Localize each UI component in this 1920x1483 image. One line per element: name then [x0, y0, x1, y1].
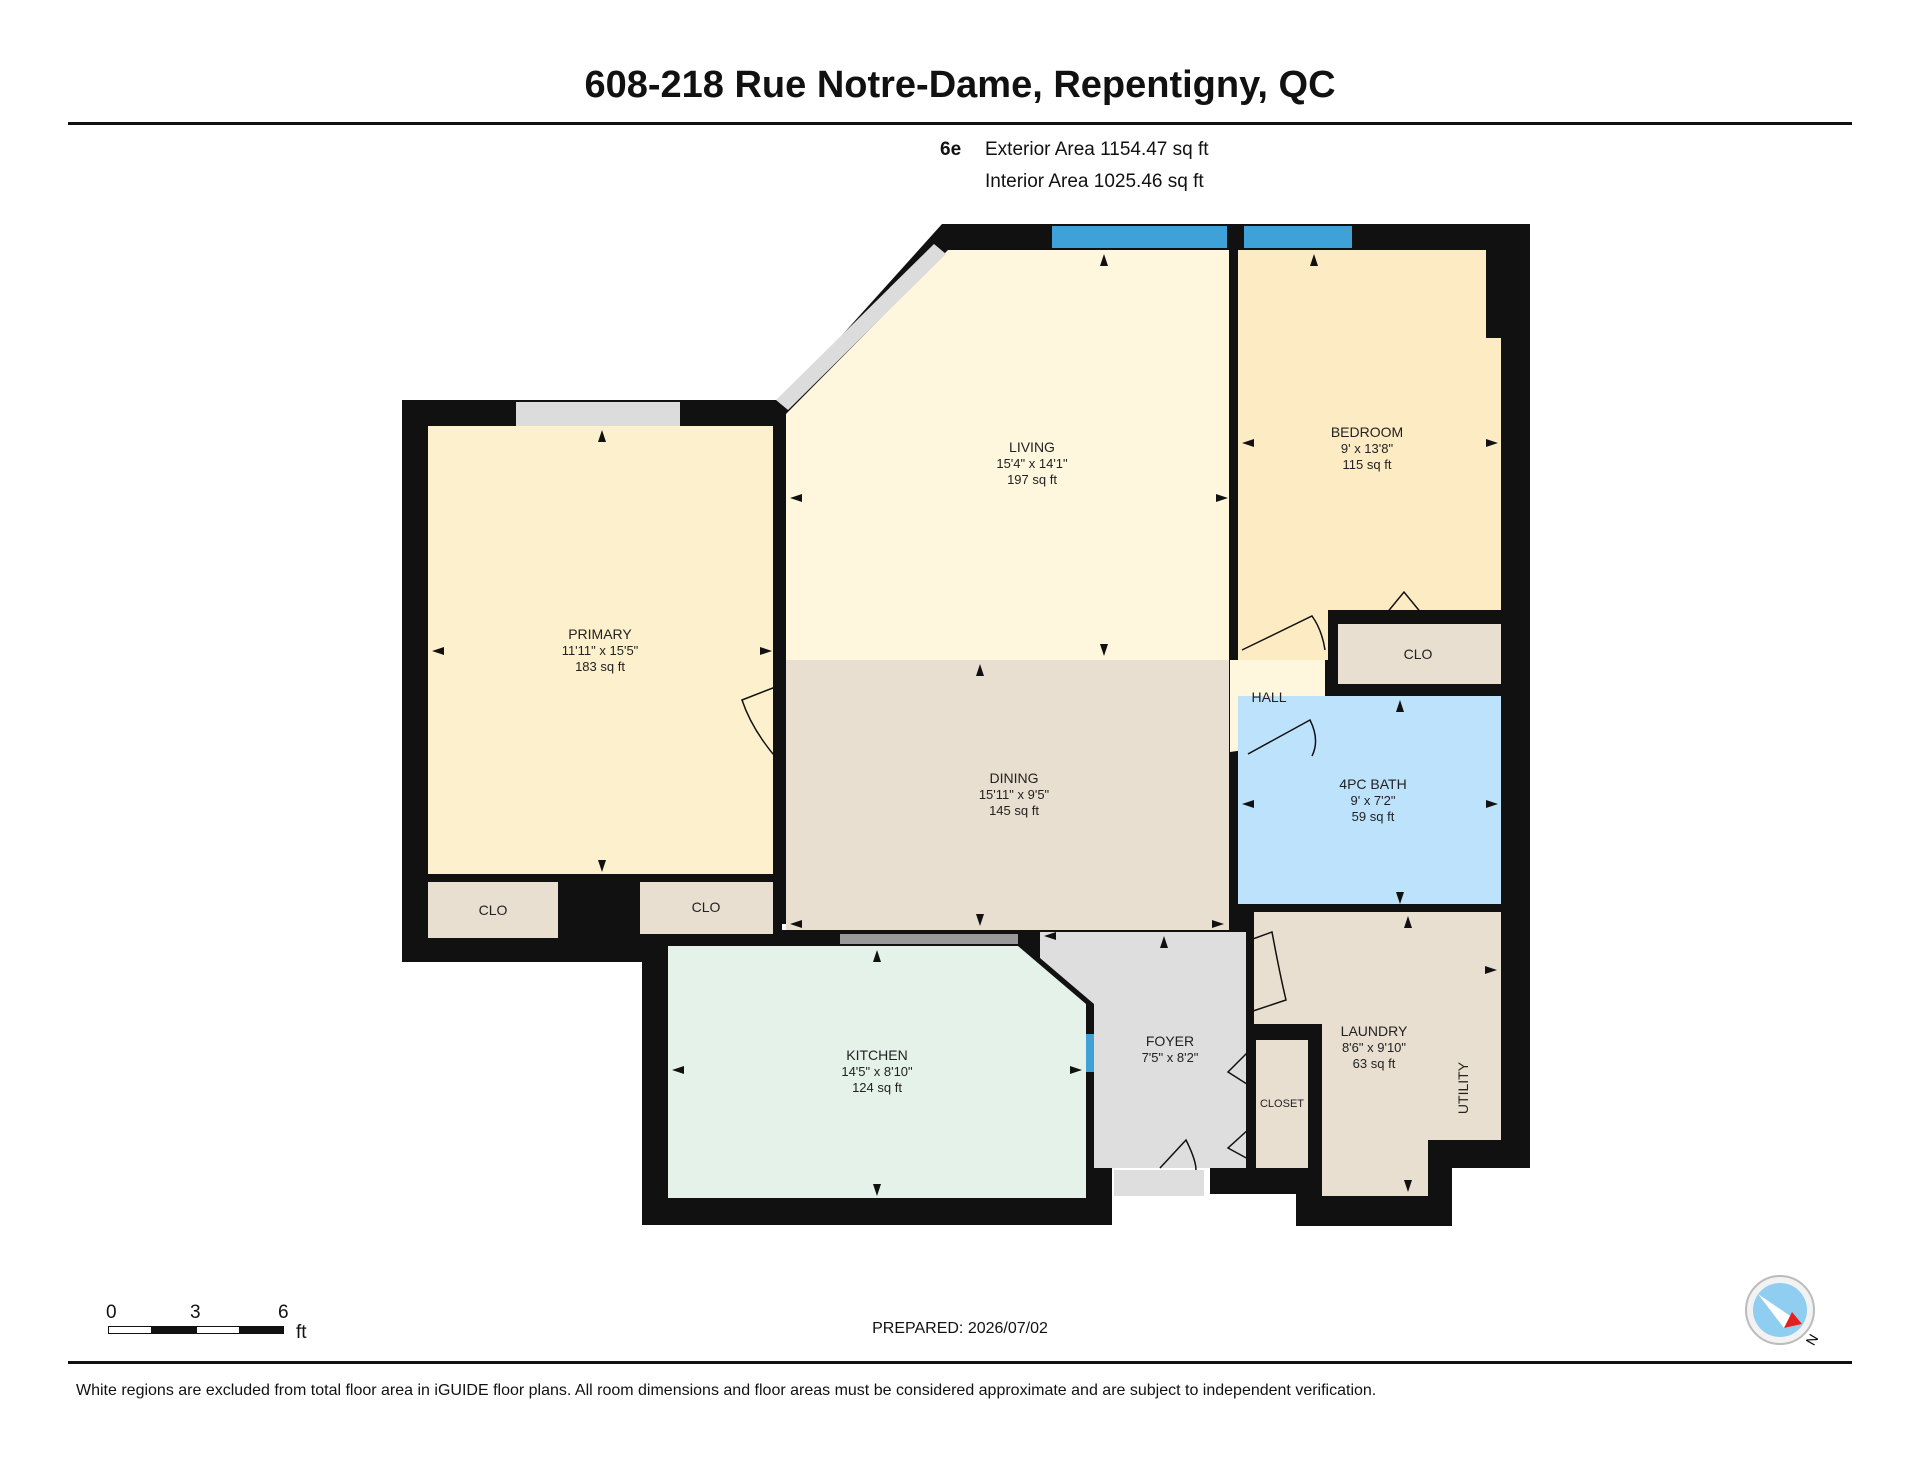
closet-door-lower	[1226, 1127, 1251, 1161]
bath-dims: 9' x 7'2"	[1351, 793, 1396, 808]
floor-label: 6e	[940, 139, 962, 160]
living-room-name: LIVING	[1009, 439, 1055, 455]
window-bedroom	[1244, 226, 1352, 248]
clo-primary-left-fill	[428, 882, 558, 938]
dining-room-fill	[786, 660, 1229, 930]
clo-bedroom-name: CLO	[1404, 646, 1433, 662]
compass-icon: N	[1745, 1275, 1821, 1348]
foyer-name: FOYER	[1146, 1033, 1194, 1049]
living-room-area: 197 sq ft	[1007, 472, 1057, 487]
dining-room-name: DINING	[990, 770, 1039, 786]
exterior-area: Exterior Area 1154.47 sq ft	[985, 139, 1209, 160]
top-divider	[68, 122, 1852, 125]
scale-unit: ft	[296, 1322, 307, 1343]
kitchen-area: 124 sq ft	[852, 1080, 902, 1095]
foyer-entry-opening	[1114, 1170, 1204, 1196]
bath-fill	[1238, 696, 1501, 904]
scale-segment-4	[240, 1326, 284, 1334]
closet-fill	[1256, 1040, 1308, 1168]
laundry-fill	[1254, 912, 1501, 1196]
bedroom-area: 115 sq ft	[1343, 457, 1392, 472]
bath-area: 59 sq ft	[1352, 809, 1395, 824]
scale-label-3: 3	[190, 1302, 201, 1323]
room-labels: LIVING 15'4" x 14'1" 197 sq ft BEDROOM 9…	[479, 424, 1471, 1114]
clo-bedroom-fill	[1338, 624, 1501, 684]
clo-primary-right-name: CLO	[692, 899, 721, 915]
bedroom-name: BEDROOM	[1331, 424, 1403, 440]
foyer-fill	[1040, 932, 1246, 1168]
window-kitchen-top	[840, 934, 1018, 944]
closet-name: CLOSET	[1260, 1098, 1304, 1110]
foyer-dims: 7'5" x 8'2"	[1142, 1050, 1199, 1065]
laundry-name: LAUNDRY	[1341, 1023, 1408, 1039]
living-room-fill	[786, 250, 1229, 660]
windows	[516, 226, 1352, 1196]
laundry-area: 63 sq ft	[1353, 1056, 1396, 1071]
page-title: 608-218 Rue Notre-Dame, Repentigny, QC	[584, 64, 1336, 106]
scale-label-6: 6	[278, 1302, 289, 1323]
window-diagonal	[776, 244, 946, 410]
prepared-date: PREPARED: 2026/07/02	[872, 1320, 1048, 1337]
primary-room-area: 183 sq ft	[575, 659, 625, 674]
primary-room-fill	[428, 426, 773, 874]
utility-label: UTILITY	[1455, 1061, 1471, 1114]
scale-label-0: 0	[106, 1302, 117, 1323]
bedroom-fill	[1238, 250, 1501, 660]
scale-bar: 0 3 6 ft	[106, 1302, 336, 1343]
window-living	[1052, 226, 1227, 248]
closet-door-upper	[1226, 1049, 1251, 1087]
scale-segment-2	[152, 1326, 196, 1334]
interior-walls	[774, 250, 1501, 1168]
scale-segment-3	[196, 1326, 240, 1334]
window-kitchen-side	[1086, 1034, 1094, 1072]
hall-name: HALL	[1251, 689, 1286, 705]
hall-bath-door	[1247, 718, 1317, 757]
laundry-door	[1249, 930, 1287, 1013]
room-fills	[428, 250, 1501, 1198]
clo-primary-left-name: CLO	[479, 902, 508, 918]
entry-door	[1159, 1138, 1197, 1171]
clo-bedroom-door	[1385, 590, 1423, 615]
bedroom-dims: 9' x 13'8"	[1341, 441, 1394, 456]
primary-room-dims: 11'11" x 15'5"	[562, 643, 639, 658]
dimension-arrows	[432, 254, 1498, 1196]
kitchen-name: KITCHEN	[846, 1047, 907, 1063]
laundry-dims: 8'6" x 9'10"	[1342, 1040, 1406, 1055]
living-room-dims: 15'4" x 14'1"	[996, 456, 1068, 471]
window-primary	[516, 402, 680, 426]
kitchen-fill	[668, 946, 1086, 1198]
compass-north-label: N	[1802, 1331, 1821, 1348]
disclaimer-note: White regions are excluded from total fl…	[76, 1382, 1377, 1399]
interior-area: Interior Area 1025.46 sq ft	[985, 171, 1204, 192]
dining-room-area: 145 sq ft	[989, 803, 1039, 818]
kitchen-dims: 14'5" x 8'10"	[841, 1064, 913, 1079]
bath-name: 4PC BATH	[1339, 776, 1406, 792]
clo-primary-right-fill	[640, 882, 773, 934]
dining-room-dims: 15'11" x 9'5"	[979, 787, 1050, 802]
bedroom-door	[1241, 615, 1326, 651]
scale-segment-1	[108, 1326, 152, 1334]
primary-room-name: PRIMARY	[568, 626, 632, 642]
doors	[741, 590, 1423, 1171]
primary-door	[741, 685, 779, 761]
bottom-divider	[68, 1361, 1852, 1364]
